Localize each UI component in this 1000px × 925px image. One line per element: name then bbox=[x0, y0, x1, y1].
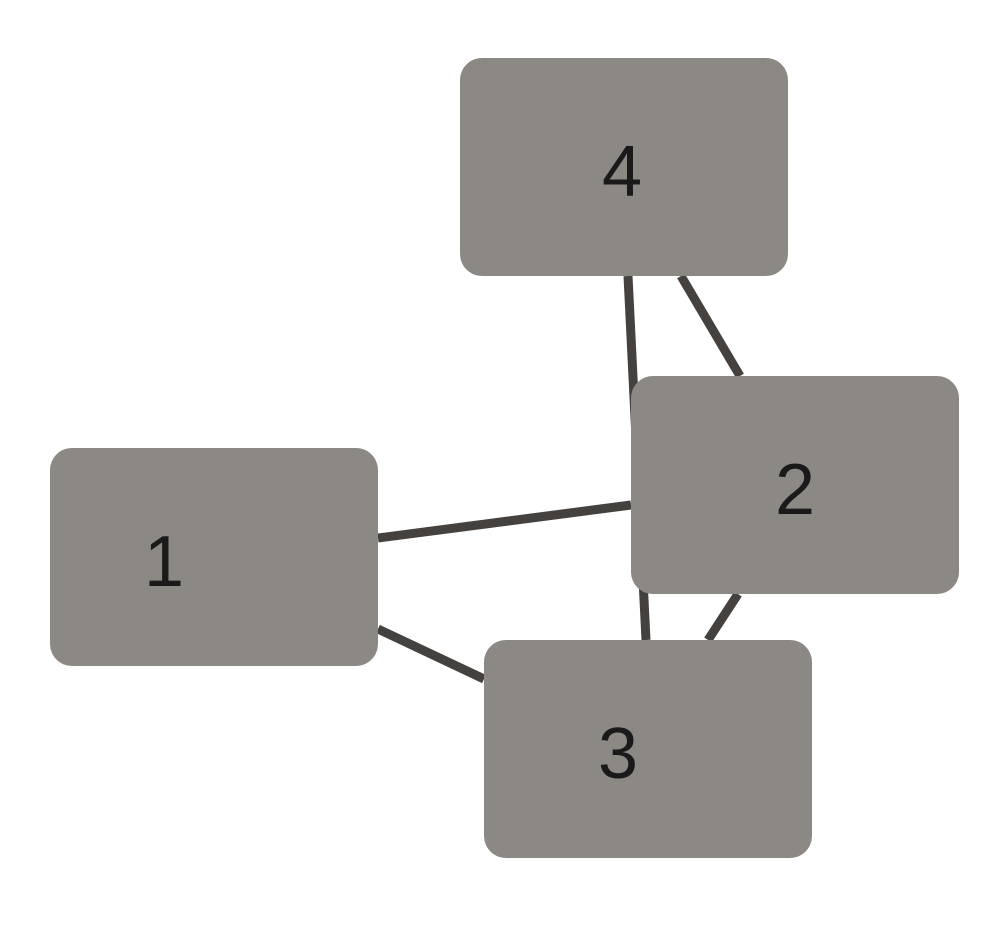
edge-1-2 bbox=[377, 500, 632, 543]
edge-1-3 bbox=[376, 624, 486, 684]
node-4: 4 bbox=[460, 58, 788, 276]
node-3-label: 3 bbox=[598, 714, 638, 794]
edge-2-3 bbox=[704, 591, 742, 643]
node-2: 2 bbox=[631, 376, 959, 594]
node-4-label: 4 bbox=[602, 132, 642, 212]
node-1-box bbox=[50, 448, 378, 666]
node-4-box bbox=[460, 58, 788, 276]
node-2-box bbox=[631, 376, 959, 594]
node-1: 1 bbox=[50, 448, 378, 666]
nodes-layer: 1 2 3 4 bbox=[50, 58, 959, 858]
node-3-box bbox=[484, 640, 812, 858]
node-1-label: 1 bbox=[144, 522, 184, 602]
edge-4-2 bbox=[677, 273, 744, 379]
node-2-label: 2 bbox=[775, 450, 815, 530]
node-3: 3 bbox=[484, 640, 812, 858]
